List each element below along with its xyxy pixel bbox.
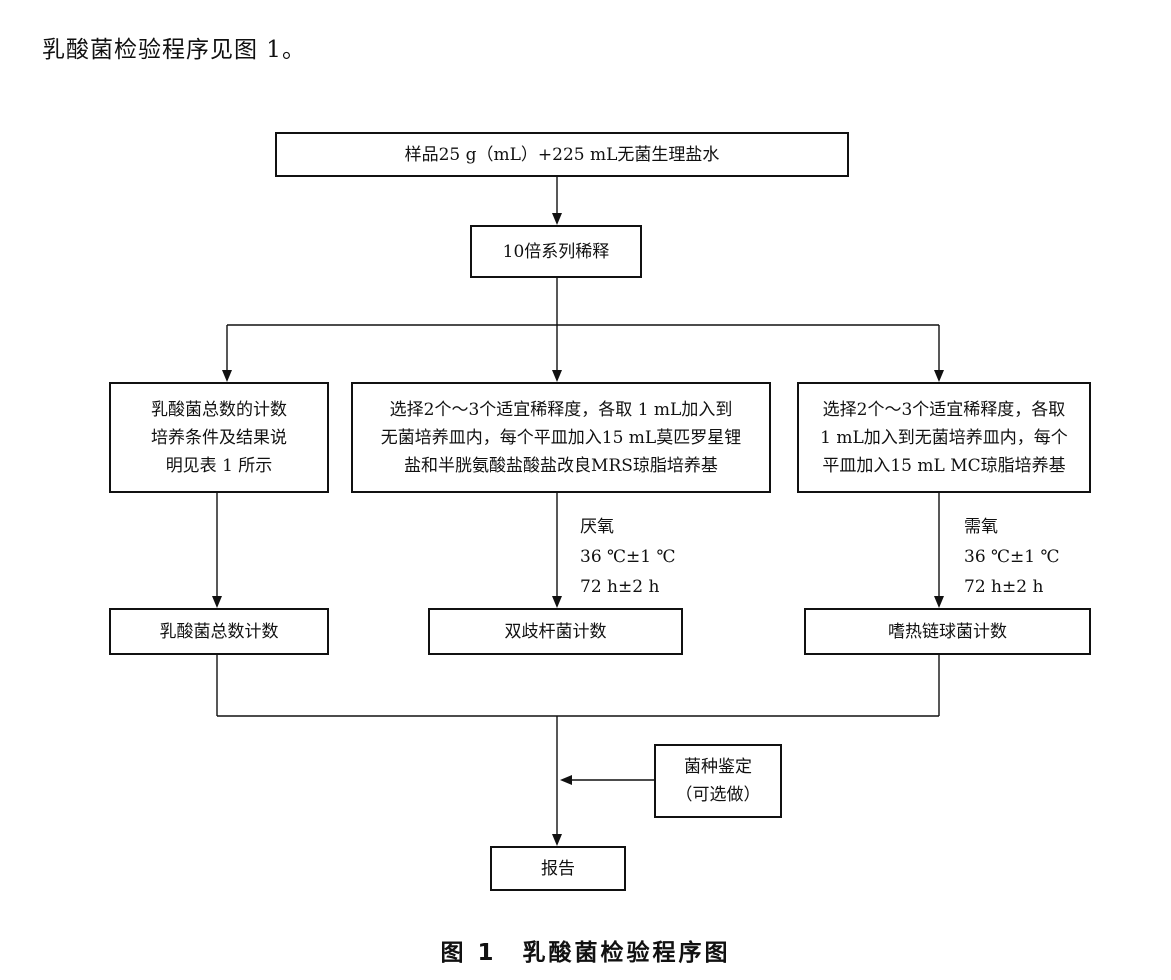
total-method-line-1: 乳酸菌总数的计数 [151,399,287,420]
bifido-method-line-1: 选择2个～3个适宜稀释度，各取 1 mL加入到 [389,399,733,420]
total-method-line-3: 明见表 1 所示 [165,455,273,476]
strepto-method-line-1: 选择2个～3个适宜稀释度，各取 [822,399,1066,420]
aerobic-time: 72 h±2 h [964,577,1044,597]
bifido-count-box: 双歧杆菌计数 [428,608,683,655]
aerobic-conditions: 需氧 36 ℃±1 ℃ 72 h±2 h [964,512,1060,602]
sample-label: 样品25 g（mL）+225 mL无菌生理盐水 [404,144,720,165]
bifido-count-label: 双歧杆菌计数 [504,621,607,642]
bifido-method-box: 选择2个～3个适宜稀释度，各取 1 mL加入到 无菌培养皿内，每个平皿加入15 … [351,382,771,493]
dilution-box: 10倍系列稀释 [470,225,642,278]
identification-line-1: 菌种鉴定 [684,757,752,777]
report-box: 报告 [490,846,626,891]
aerobic-temperature: 36 ℃±1 ℃ [964,547,1060,567]
anaerobic-time: 72 h±2 h [580,577,660,597]
bifido-method-line-2: 无菌培养皿内，每个平皿加入15 mL莫匹罗星锂 [380,427,742,448]
strepto-count-label: 嗜热链球菌计数 [888,621,1007,642]
anaerobic-conditions: 厌氧 36 ℃±1 ℃ 72 h±2 h [580,512,676,602]
intro-text: 乳酸菌检验程序见图 1。 [42,37,306,63]
anaerobic-temperature: 36 ℃±1 ℃ [580,547,676,567]
report-label: 报告 [541,858,575,879]
bifido-method-line-3: 盐和半胱氨酸盐酸盐改良MRS琼脂培养基 [404,455,718,476]
figure-caption: 图 1 乳酸菌检验程序图 [440,940,731,966]
total-count-label: 乳酸菌总数计数 [159,621,279,642]
sample-box: 样品25 g（mL）+225 mL无菌生理盐水 [275,132,849,177]
strepto-method-line-2: 1 mL加入到无菌培养皿内，每个 [820,427,1068,448]
identification-line-2: （可选做） [675,785,761,805]
strepto-method-box: 选择2个～3个适宜稀释度，各取 1 mL加入到无菌培养皿内，每个 平皿加入15 … [797,382,1091,493]
aerobic-label: 需氧 [964,517,998,537]
identification-box: 菌种鉴定 （可选做） [654,744,782,818]
total-count-box: 乳酸菌总数计数 [109,608,329,655]
dilution-label: 10倍系列稀释 [502,241,610,262]
strepto-count-box: 嗜热链球菌计数 [804,608,1091,655]
strepto-method-line-3: 平皿加入15 mL MC琼脂培养基 [822,455,1066,476]
total-count-method-box: 乳酸菌总数的计数 培养条件及结果说 明见表 1 所示 [109,382,329,493]
total-method-line-2: 培养条件及结果说 [151,427,287,448]
anaerobic-label: 厌氧 [580,517,614,537]
